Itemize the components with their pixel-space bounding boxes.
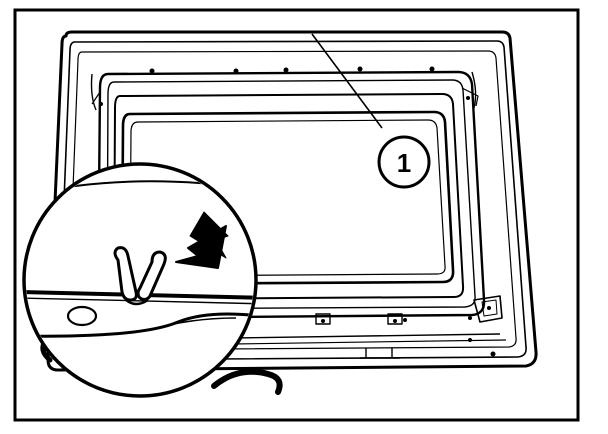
- panel-outer-edge: [46, 30, 538, 372]
- panel-screws: [99, 66, 496, 357]
- window-recess-mid: [106, 79, 476, 310]
- callout-1-label: 1: [397, 148, 411, 178]
- window-glass-inner: [129, 119, 446, 277]
- magnifier-circle: [22, 162, 258, 398]
- detail-magnifier: [22, 162, 283, 398]
- figure-frame: [13, 8, 580, 422]
- magnified-hole: [66, 305, 98, 327]
- corner-bracket: [473, 295, 503, 323]
- window-recess-outer: [96, 70, 486, 320]
- spring-clip: [113, 246, 167, 306]
- panel-rim: [57, 40, 527, 361]
- window-recess-inner: [113, 93, 465, 300]
- cable-strap: [211, 368, 283, 395]
- panel-rim-inner: [66, 50, 517, 351]
- window-glass: [120, 110, 455, 286]
- callout-1-circle: [377, 135, 431, 189]
- callout-1-leader-line: [311, 33, 383, 129]
- door-panel: [46, 30, 538, 372]
- callout-1: 1: [311, 33, 431, 189]
